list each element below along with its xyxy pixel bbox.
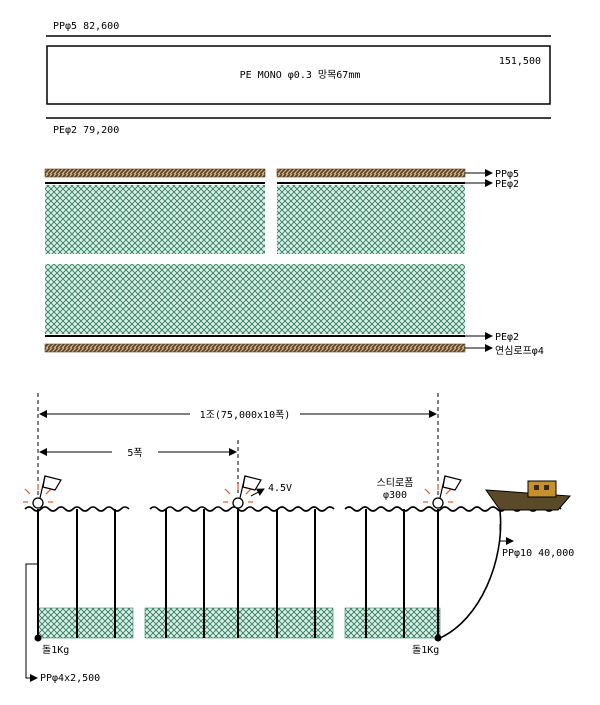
buoy-left bbox=[23, 475, 62, 509]
boat-rope-pointer bbox=[499, 524, 514, 545]
label-pe2-top: PEφ2 bbox=[495, 179, 519, 190]
pp-rope-right bbox=[276, 168, 466, 178]
five-width-label: 5폭 bbox=[127, 447, 142, 459]
lead-rope bbox=[44, 343, 466, 353]
buoy-icon bbox=[232, 497, 244, 509]
stone-right-label: 돌1Kg bbox=[412, 644, 439, 656]
stone-right bbox=[434, 634, 442, 642]
buoy-middle: 4.5V bbox=[223, 475, 292, 509]
water-surface-2 bbox=[149, 506, 335, 512]
voltage-arrow bbox=[250, 488, 265, 497]
buoy-right bbox=[423, 475, 462, 509]
flash-icon bbox=[23, 484, 53, 503]
float-name-label: 스티로폼 bbox=[377, 477, 414, 489]
net-panel-top-left bbox=[45, 185, 265, 254]
float-size-label: φ300 bbox=[383, 490, 407, 501]
bottom-rope-label: PEφ2 79,200 bbox=[53, 125, 119, 136]
flash-icon bbox=[423, 484, 453, 503]
pp-rope-left bbox=[44, 168, 266, 178]
stone-left bbox=[34, 634, 42, 642]
deployment-diagram: 1조(75,000x10폭) 5폭 bbox=[23, 393, 574, 684]
net-cross-section: PPφ5 PEφ2 PEφ2 연심로프φ4 bbox=[44, 168, 544, 357]
boat-rope-label: PPφ10 40,000 bbox=[502, 548, 574, 559]
label-pp5: PPφ5 bbox=[495, 169, 519, 180]
top-spec: PPφ5 82,600 151,500 PE MONO φ0.3 망목67mm … bbox=[46, 21, 551, 136]
voltage-label: 4.5V bbox=[268, 483, 292, 494]
net-panel-top-right bbox=[277, 185, 465, 254]
one-set-label: 1조(75,000x10폭) bbox=[200, 409, 291, 421]
ground-rope-pointer bbox=[25, 563, 38, 682]
net-price: 151,500 bbox=[499, 56, 541, 67]
flag-icon bbox=[42, 475, 62, 491]
label-pe2-bottom: PEφ2 bbox=[495, 332, 519, 343]
ground-rope-label: PPφ4x2,500 bbox=[40, 673, 100, 684]
buoy-icon bbox=[432, 497, 444, 509]
stone-left-label: 돌1Kg bbox=[42, 644, 69, 656]
boat-icon bbox=[484, 480, 572, 511]
net-spec-label: PE MONO φ0.3 망목67mm bbox=[240, 69, 361, 81]
anchor-rope bbox=[439, 510, 502, 639]
bottom-net-1 bbox=[37, 607, 134, 639]
net-spec-box bbox=[46, 45, 551, 105]
buoy-icon bbox=[32, 497, 44, 509]
water-surface-1 bbox=[24, 506, 130, 512]
label-lead-rope: 연심로프φ4 bbox=[495, 345, 544, 357]
flash-icon bbox=[223, 484, 253, 503]
flag-icon bbox=[442, 475, 462, 491]
top-rope-label: PPφ5 82,600 bbox=[53, 21, 119, 32]
net-panel-bottom bbox=[45, 264, 465, 334]
flag-icon bbox=[242, 475, 262, 491]
bottom-net-3 bbox=[344, 607, 441, 639]
